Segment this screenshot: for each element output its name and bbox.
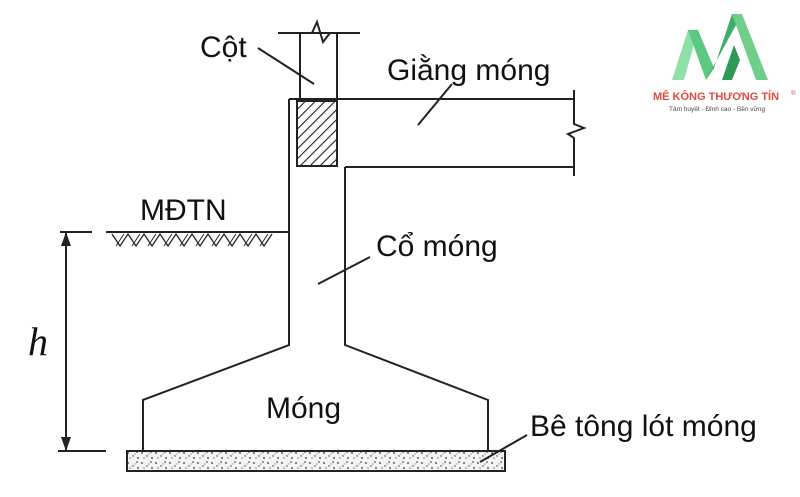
label-mdtn: MĐTN bbox=[140, 194, 227, 227]
brand-tagline: Tâm huyết - Đỉnh cao - Bền vững bbox=[669, 104, 766, 113]
ground-beam bbox=[289, 90, 587, 176]
brand-logo-mark bbox=[672, 14, 768, 80]
lean-concrete-layer bbox=[126, 450, 506, 472]
ground-level bbox=[60, 231, 289, 248]
label-h: h bbox=[28, 319, 48, 364]
column bbox=[278, 19, 360, 100]
label-cot: Cột bbox=[200, 31, 247, 64]
foundation-outline bbox=[142, 99, 489, 451]
brand-registered: ® bbox=[791, 89, 796, 97]
leader-lines bbox=[257, 47, 528, 463]
label-co-mong: Cổ móng bbox=[376, 230, 498, 263]
depth-dimension bbox=[58, 232, 106, 452]
label-be-tong-lot-mong: Bê tông lót móng bbox=[530, 410, 757, 443]
column-section-hatch bbox=[296, 100, 338, 167]
label-mong: Móng bbox=[266, 392, 341, 425]
brand-name: MÊ KÔNG THƯƠNG TÍN bbox=[653, 90, 779, 103]
brand-logo: MÊ KÔNG THƯƠNG TÍN ® Tâm huyết - Đỉnh ca… bbox=[653, 14, 796, 113]
label-giang-mong: Giằng móng bbox=[387, 54, 550, 87]
